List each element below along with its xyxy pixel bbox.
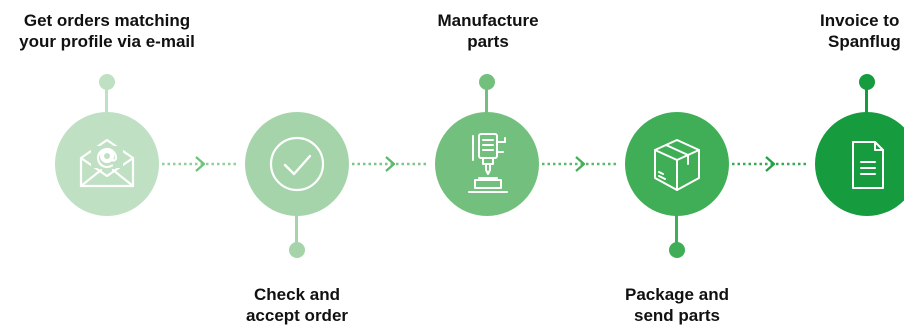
step-manufacture-label-line-2: parts [467,32,509,51]
checkmark-circle-icon [269,136,325,192]
step-check-circle [245,112,349,216]
step-manufacture-dot [479,74,495,90]
step-email-label-line-1: Get orders matching [23,11,191,30]
step-check-label: Check and accept order [217,284,377,326]
step-manufacture-label-line-1: Manufacture [437,11,539,30]
step-check-dot [289,242,305,258]
step-email-circle [55,112,159,216]
step-manufacture-circle [435,112,539,216]
connector-1-2 [160,154,244,174]
connector-3-4 [540,154,624,174]
connector-4-5 [730,154,814,174]
document-icon [852,141,884,189]
step-invoice-stem [865,88,868,114]
step-package-label-line-1: Package and [625,285,729,304]
step-invoice-dot [859,74,875,90]
step-invoice-label-line-1: Invoice to [820,11,900,30]
step-package-dot [669,242,685,258]
connector-2-3 [350,154,434,174]
package-box-icon [654,139,700,191]
step-package-circle [625,112,729,216]
step-manufacture-stem [485,88,488,114]
step-check-stem [295,214,298,244]
step-invoice-circle [815,112,904,216]
step-email-dot [99,74,115,90]
step-email-stem [105,88,108,114]
step-package-stem [675,214,678,244]
step-invoice-label-line-2: Spanflug [828,32,901,51]
step-check-label-line-1: Check and [254,285,340,304]
step-package-label: Package and send parts [597,284,757,326]
step-manufacture-label: Manufacture parts [406,10,570,52]
step-email-label: Get orders matching your profile via e-m… [0,10,214,52]
cnc-machine-icon [468,133,508,193]
step-package-label-line-2: send parts [634,306,720,325]
step-check-label-line-2: accept order [245,306,349,325]
envelope-at-icon [79,138,135,188]
step-invoice-label: Invoice to Spanflug [820,10,904,52]
step-email-label-line-2: your profile via e-mail [19,32,195,51]
